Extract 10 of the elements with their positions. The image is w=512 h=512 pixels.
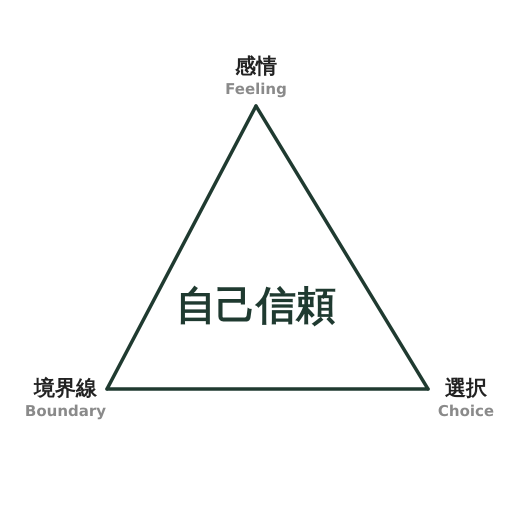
triangle-side — [105, 387, 430, 391]
vertex-sublabel: Choice — [438, 401, 494, 421]
vertex-sublabel: Boundary — [24, 401, 106, 421]
vertex-sublabel: Feeling — [225, 79, 287, 99]
vertex-label: 選択 — [445, 375, 487, 401]
vertex-label: 境界線 — [34, 375, 97, 401]
vertex-label: 感情 — [235, 53, 277, 79]
center-label: 自己信頼 — [176, 282, 336, 329]
triangle-side — [254, 104, 430, 391]
triangle-side — [105, 104, 258, 391]
